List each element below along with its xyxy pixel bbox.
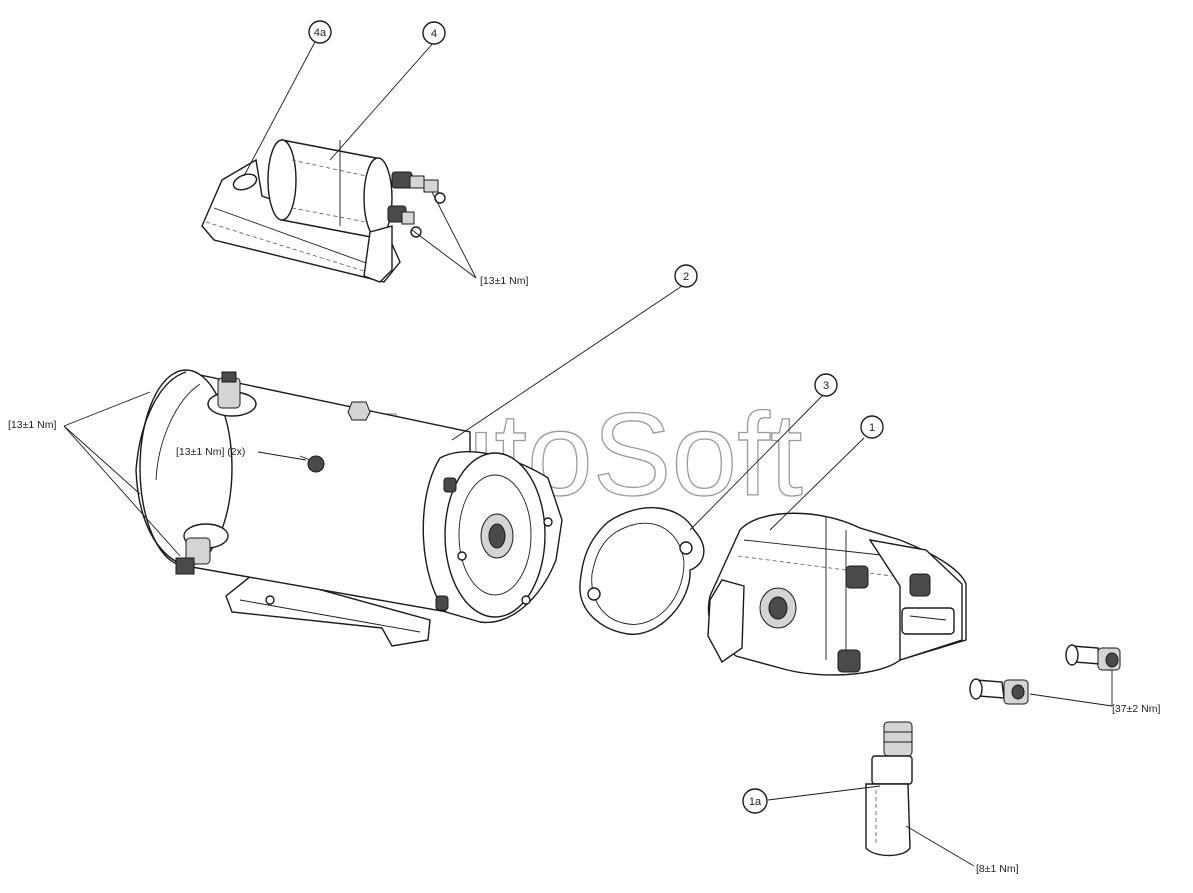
callout-4: 4 [422,21,446,45]
torque-motor-bolts: [13±1 Nm] (2x) [176,446,245,458]
callout-1-label: 1 [869,422,875,434]
torque-solenoid-terminals: [13±1 Nm] [480,275,528,287]
callout-1a: 1a [742,788,768,814]
leader-lines [63,39,1113,867]
callout-4-label: 4 [431,28,437,40]
solenoid-assembly [201,139,446,283]
torque-motor-terminals: [13±1 Nm] [8,419,56,431]
callout-1a-label: 1a [749,796,762,808]
callout-3: 3 [814,373,838,397]
torque-valve: [8±1 Nm] [976,863,1019,875]
callout-1: 1 [860,415,884,439]
torque-pump-fittings: [37±2 Nm] [1112,703,1160,715]
callout-2-label: 2 [683,271,689,283]
callout-4a-label: 4a [314,27,327,39]
pump-assembly [707,512,967,676]
pump-fittings [969,644,1121,705]
callout-3-label: 3 [823,380,829,392]
relief-valve [865,721,913,857]
gasket [579,507,705,635]
callout-4a: 4a [308,20,332,44]
callout-2: 2 [674,264,698,288]
motor-assembly [135,369,563,647]
